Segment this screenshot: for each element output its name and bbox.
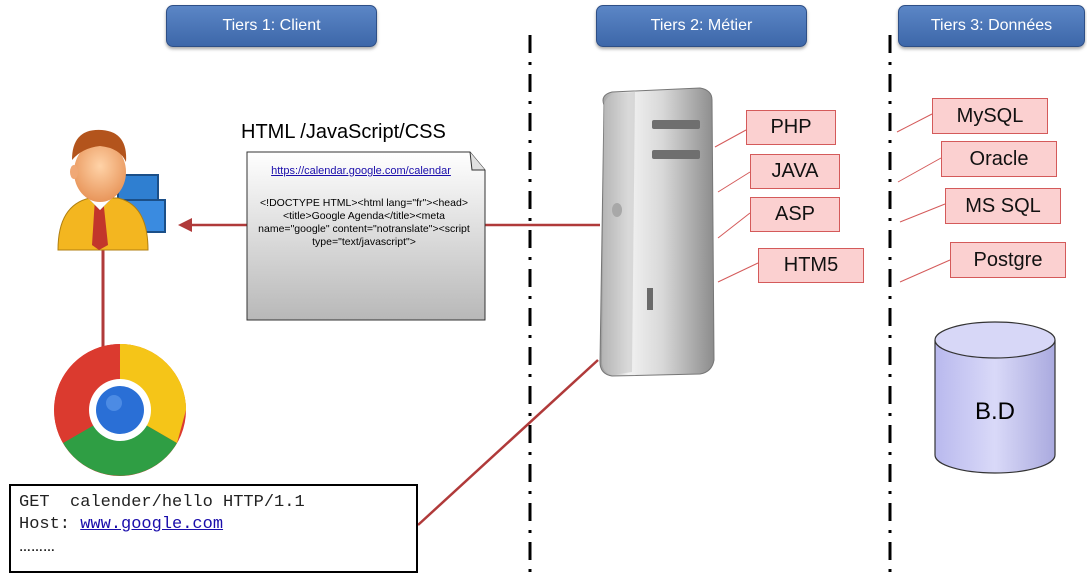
tier-client-header: Tiers 1: Client bbox=[166, 5, 377, 47]
host-label: Host: bbox=[19, 515, 81, 534]
request-line: GET calender/hello HTTP/1.1 bbox=[19, 493, 305, 512]
db-postgre: Postgre bbox=[950, 242, 1066, 278]
db-mssql: MS SQL bbox=[945, 188, 1061, 224]
tech-htm5: HTM5 bbox=[758, 248, 864, 283]
http-request-box: GET calender/hello HTTP/1.1 Host: www.go… bbox=[9, 484, 418, 573]
db-mysql: MySQL bbox=[932, 98, 1048, 134]
oracle-callout-line bbox=[897, 157, 942, 183]
response-url-link[interactable]: https://calendar.google.com/calendar bbox=[271, 165, 451, 177]
database-icon bbox=[934, 321, 1056, 474]
request-ellipsis: ……… bbox=[19, 540, 55, 554]
mssql-callout-line bbox=[899, 203, 946, 223]
chrome-logo-icon bbox=[54, 344, 186, 476]
host-link[interactable]: www.google.com bbox=[80, 515, 224, 534]
tech-asp: ASP bbox=[750, 197, 840, 232]
mysql-callout-line bbox=[896, 113, 933, 133]
request-to-server-line bbox=[417, 359, 599, 526]
java-callout-line bbox=[717, 171, 751, 193]
htm5-callout-line bbox=[717, 262, 759, 283]
db-oracle: Oracle bbox=[941, 141, 1057, 177]
asp-callout-line bbox=[717, 212, 751, 239]
host-line: Host: www.google.com bbox=[19, 514, 416, 536]
response-document-icon bbox=[246, 151, 486, 321]
response-body-text: <!DOCTYPE HTML><html lang="fr"><head><ti… bbox=[258, 197, 470, 248]
tech-java: JAVA bbox=[750, 154, 840, 189]
server-icon bbox=[599, 87, 715, 377]
tier-donnees-header: Tiers 3: Données bbox=[898, 5, 1085, 47]
php-callout-line bbox=[714, 129, 747, 148]
response-heading: HTML /JavaScript/CSS bbox=[241, 121, 446, 143]
user-avatar-icon bbox=[57, 129, 166, 251]
postgre-callout-line bbox=[899, 259, 951, 283]
tier-metier-header: Tiers 2: Métier bbox=[596, 5, 807, 47]
arrowhead-icon bbox=[178, 218, 192, 232]
database-label: B.D bbox=[974, 398, 1015, 425]
tech-php: PHP bbox=[746, 110, 836, 145]
